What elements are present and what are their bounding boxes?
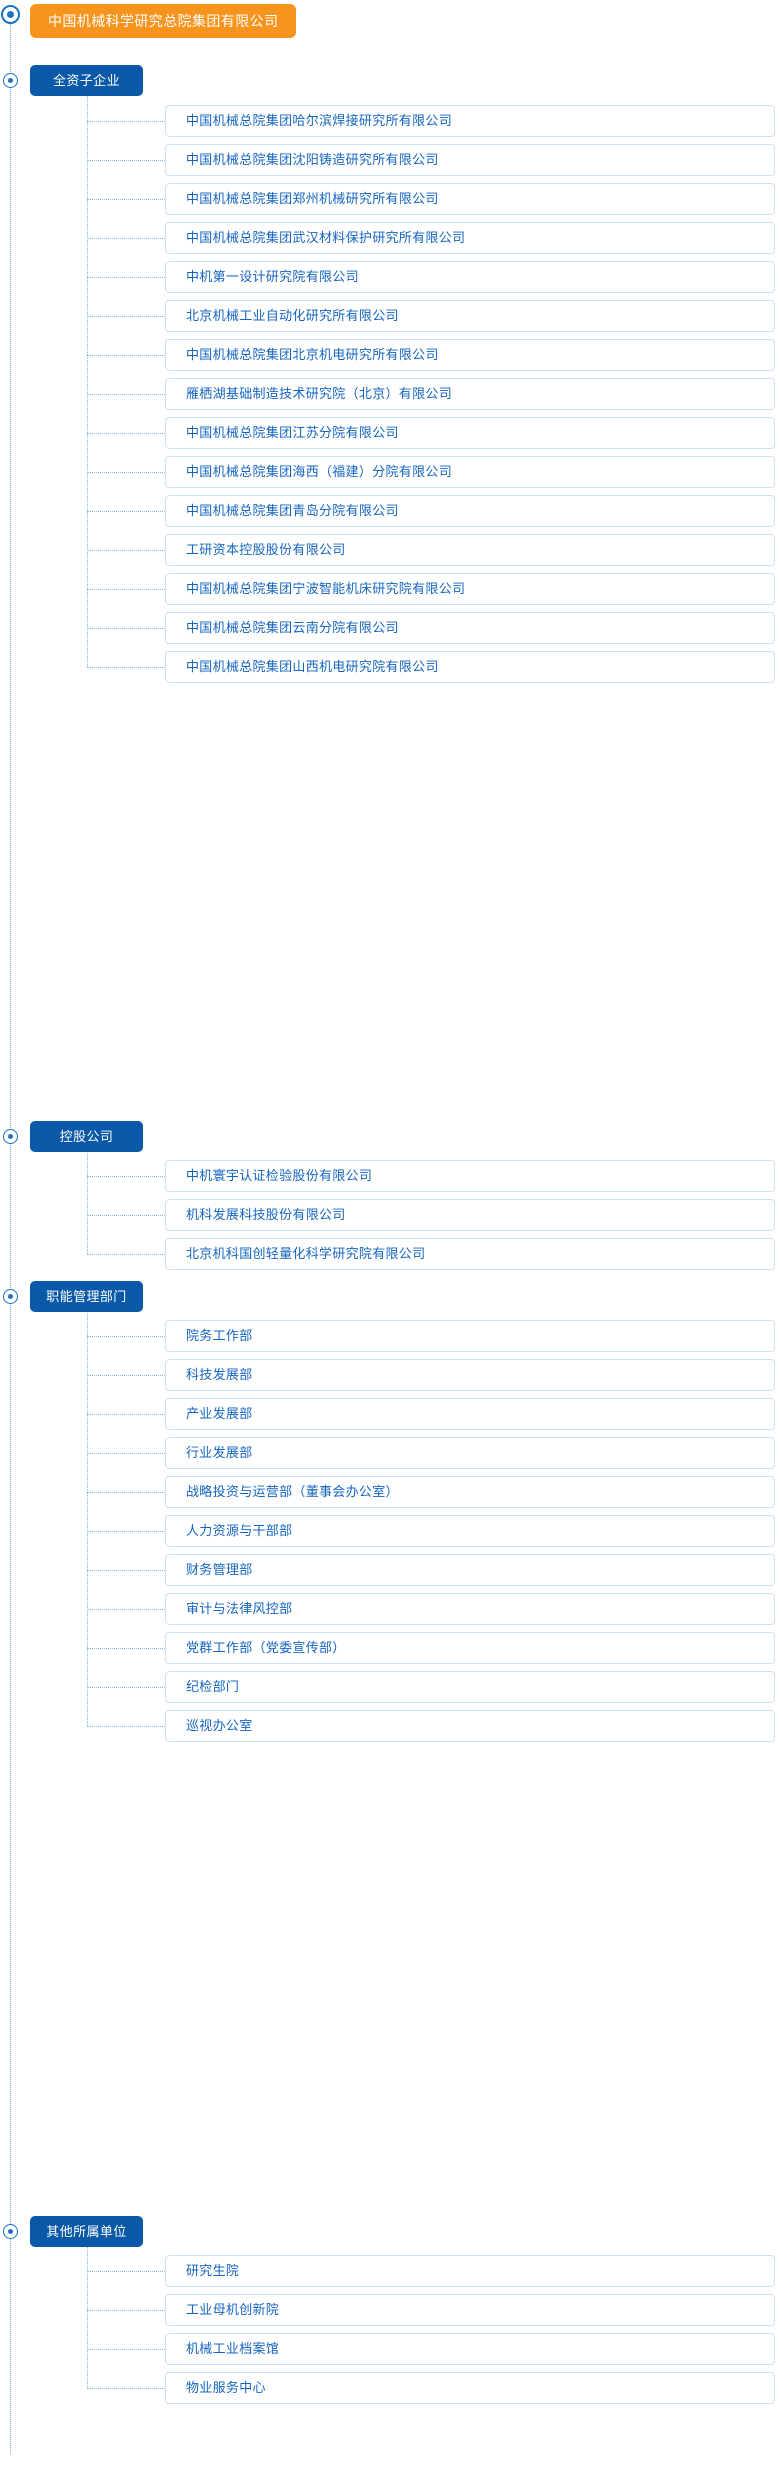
leaf-connector [87,2349,165,2350]
category-trunk-3 [87,1311,88,1726]
category-node-1[interactable]: 全资子企业 [30,65,143,96]
leaf-item[interactable]: 物业服务中心 [165,2372,775,2404]
leaf-item[interactable]: 行业发展部 [165,1437,775,1469]
leaf-connector [87,355,165,356]
leaf-connector [87,472,165,473]
leaf-connector [87,316,165,317]
leaf-item[interactable]: 中国机械总院集团哈尔滨焊接研究所有限公司 [165,105,775,137]
leaf-item[interactable]: 中国机械总院集团北京机电研究所有限公司 [165,339,775,371]
leaf-connector [87,121,165,122]
leaf-item[interactable]: 研究生院 [165,2255,775,2287]
leaf-item[interactable]: 中国机械总院集团宁波智能机床研究院有限公司 [165,573,775,605]
leaf-connector [87,2388,165,2389]
main-spine-line [10,24,11,2454]
leaf-item[interactable]: 产业发展部 [165,1398,775,1430]
spine-marker-4 [3,2223,18,2239]
leaf-connector [87,511,165,512]
leaf-connector [87,550,165,551]
leaf-connector [87,1414,165,1415]
leaf-item[interactable]: 雁栖湖基础制造技术研究院（北京）有限公司 [165,378,775,410]
leaf-item[interactable]: 中国机械总院集团海西（福建）分院有限公司 [165,456,775,488]
leaf-item[interactable]: 中机寰宇认证检验股份有限公司 [165,1160,775,1192]
leaf-connector [87,1492,165,1493]
leaf-connector [87,1531,165,1532]
leaf-connector [87,1609,165,1610]
leaf-connector [87,1254,165,1255]
leaf-connector [87,433,165,434]
leaf-connector [87,667,165,668]
leaf-item[interactable]: 中国机械总院集团山西机电研究院有限公司 [165,651,775,683]
leaf-connector [87,2271,165,2272]
leaf-connector [87,1176,165,1177]
leaf-connector [87,1570,165,1571]
leaf-connector [87,1726,165,1727]
leaf-connector [87,1336,165,1337]
leaf-item[interactable]: 战略投资与运营部（董事会办公室） [165,1476,775,1508]
leaf-connector [87,277,165,278]
leaf-item[interactable]: 中国机械总院集团武汉材料保护研究所有限公司 [165,222,775,254]
leaf-item[interactable]: 巡视办公室 [165,1710,775,1742]
leaf-connector [87,394,165,395]
leaf-item[interactable]: 机科发展科技股份有限公司 [165,1199,775,1231]
leaf-connector [87,1687,165,1688]
leaf-item[interactable]: 人力资源与干部部 [165,1515,775,1547]
leaf-connector [87,1215,165,1216]
spine-marker-1 [3,72,18,88]
category-node-4[interactable]: 其他所属单位 [30,2216,143,2247]
leaf-connector [87,1648,165,1649]
leaf-item[interactable]: 中国机械总院集团江苏分院有限公司 [165,417,775,449]
leaf-item[interactable]: 中国机械总院集团沈阳铸造研究所有限公司 [165,144,775,176]
leaf-item[interactable]: 中国机械总院集团云南分院有限公司 [165,612,775,644]
leaf-connector [87,2310,165,2311]
leaf-item[interactable]: 中机第一设计研究院有限公司 [165,261,775,293]
leaf-item[interactable]: 北京机械工业自动化研究所有限公司 [165,300,775,332]
leaf-connector [87,238,165,239]
leaf-connector [87,199,165,200]
leaf-connector [87,160,165,161]
leaf-connector [87,628,165,629]
leaf-item[interactable]: 财务管理部 [165,1554,775,1586]
leaf-item[interactable]: 中国机械总院集团青岛分院有限公司 [165,495,775,527]
category-trunk-2 [87,1151,88,1254]
leaf-item[interactable]: 审计与法律风控部 [165,1593,775,1625]
leaf-item[interactable]: 纪检部门 [165,1671,775,1703]
category-node-3[interactable]: 职能管理部门 [30,1281,143,1312]
root-node[interactable]: 中国机械科学研究总院集团有限公司 [30,4,297,38]
leaf-item[interactable]: 党群工作部（党委宣传部） [165,1632,775,1664]
category-node-2[interactable]: 控股公司 [30,1121,143,1152]
leaf-item[interactable]: 北京机科国创轻量化科学研究院有限公司 [165,1238,775,1270]
category-trunk-4 [87,2246,88,2388]
category-trunk-1 [87,95,88,667]
leaf-connector [87,1375,165,1376]
leaf-item[interactable]: 中国机械总院集团郑州机械研究所有限公司 [165,183,775,215]
spine-marker-root [1,5,20,24]
leaf-item[interactable]: 工业母机创新院 [165,2294,775,2326]
leaf-item[interactable]: 院务工作部 [165,1320,775,1352]
leaf-connector [87,1453,165,1454]
leaf-item[interactable]: 机械工业档案馆 [165,2333,775,2365]
spine-marker-2 [3,1128,18,1144]
leaf-item[interactable]: 科技发展部 [165,1359,775,1391]
leaf-connector [87,589,165,590]
leaf-item[interactable]: 工研资本控股股份有限公司 [165,534,775,566]
spine-marker-3 [3,1288,18,1304]
